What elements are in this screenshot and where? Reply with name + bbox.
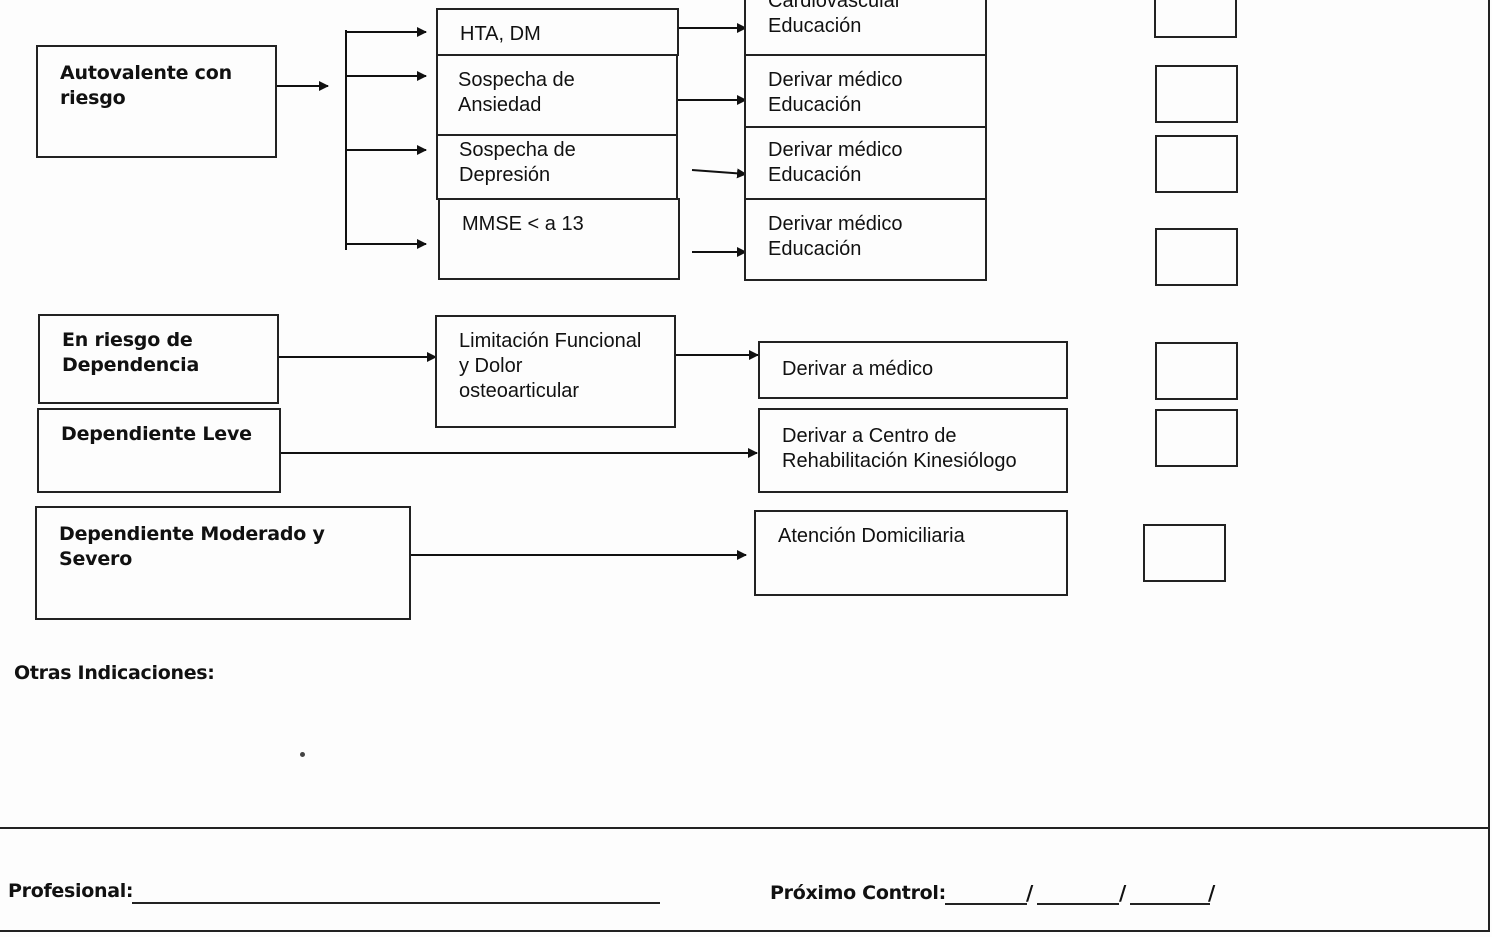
action-rehabilitacion-label: Derivar a Centro de Rehabilitación Kines… xyxy=(782,425,1017,472)
condition-hta-label: HTA, DM xyxy=(460,23,541,45)
action-mmse-box: Derivar médico Educación xyxy=(744,198,987,281)
date-separator-2: / xyxy=(1119,881,1127,905)
condition-depresion-box: Sospecha de Depresión xyxy=(436,134,678,200)
action-rehabilitacion-box: Derivar a Centro de Rehabilitación Kines… xyxy=(758,408,1068,493)
checkbox-depresion[interactable] xyxy=(1155,135,1238,193)
action-mmse-label: Derivar médico Educación xyxy=(768,213,903,260)
action-ansiedad-box: Derivar médico Educación xyxy=(744,54,987,128)
action-domiciliaria-label: Atención Domiciliaria xyxy=(778,525,965,547)
otras-indicaciones-label: Otras Indicaciones: xyxy=(14,662,215,684)
action-derivar-medico-label: Derivar a médico xyxy=(782,358,934,380)
checkbox-domiciliaria[interactable] xyxy=(1143,524,1226,582)
action-depresion-box: Derivar médico Educación xyxy=(744,126,987,200)
date-separator-1: / xyxy=(1026,881,1034,905)
action-depresion-label: Derivar médico Educación xyxy=(768,139,903,186)
paper-speck xyxy=(300,752,305,757)
action-derivar-medico-box: Derivar a médico xyxy=(758,341,1068,399)
checkbox-cardiovascular[interactable] xyxy=(1154,0,1237,38)
footer-divider xyxy=(0,827,1490,829)
frame-bottom-border xyxy=(0,930,1490,932)
condition-ansiedad-box: Sospecha de Ansiedad xyxy=(436,54,678,136)
category-dep-leve-label: Dependiente Leve xyxy=(61,423,252,445)
checkbox-rehabilitacion[interactable] xyxy=(1155,409,1238,467)
action-cardiovascular-box: Cardiovascular Educación xyxy=(744,0,987,56)
frame-right-border xyxy=(1488,0,1490,932)
category-autovalente-label: Autovalente con riesgo xyxy=(60,62,232,109)
category-autovalente-box: Autovalente con riesgo xyxy=(36,45,277,158)
category-dep-moderado-box: Dependiente Moderado y Severo xyxy=(35,506,411,620)
category-dep-moderado-label: Dependiente Moderado y Severo xyxy=(59,523,325,570)
profesional-signature-line[interactable] xyxy=(132,902,660,904)
proximo-control-day-line[interactable] xyxy=(945,903,1027,905)
action-domiciliaria-box: Atención Domiciliaria xyxy=(754,510,1068,596)
condition-limitacion-label: Limitación Funcional y Dolor osteoarticu… xyxy=(459,330,642,402)
condition-limitacion-box: Limitación Funcional y Dolor osteoarticu… xyxy=(435,315,676,428)
proximo-control-label: Próximo Control: xyxy=(770,882,946,904)
checkbox-mmse[interactable] xyxy=(1155,228,1238,286)
condition-mmse-label: MMSE < a 13 xyxy=(462,213,584,235)
condition-hta-box: HTA, DM xyxy=(436,8,679,56)
category-en-riesgo-label: En riesgo de Dependencia xyxy=(62,329,200,376)
category-en-riesgo-box: En riesgo de Dependencia xyxy=(38,314,279,404)
checkbox-ansiedad[interactable] xyxy=(1155,65,1238,123)
action-cardiovascular-label: Cardiovascular Educación xyxy=(768,0,902,37)
action-ansiedad-label: Derivar médico Educación xyxy=(768,69,903,116)
category-dep-leve-box: Dependiente Leve xyxy=(37,408,281,493)
proximo-control-year-line[interactable] xyxy=(1130,903,1210,905)
condition-depresion-label: Sospecha de Depresión xyxy=(459,139,576,186)
condition-mmse-box: MMSE < a 13 xyxy=(438,198,680,280)
profesional-label: Profesional: xyxy=(8,880,134,902)
date-separator-3: / xyxy=(1208,881,1216,905)
condition-ansiedad-label: Sospecha de Ansiedad xyxy=(458,69,575,116)
checkbox-derivar-medico[interactable] xyxy=(1155,342,1238,400)
proximo-control-month-line[interactable] xyxy=(1037,903,1119,905)
